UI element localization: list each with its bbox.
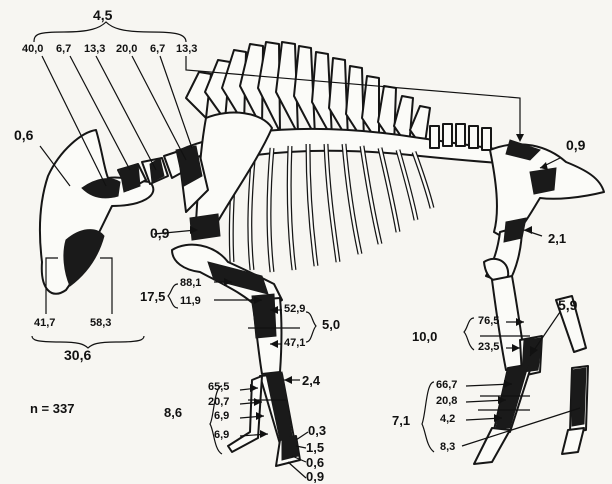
skull-value-label: 6,7 [150,44,165,55]
pelvis-label: 0,9 [566,138,585,152]
metacarpal-part-label: 6,9 [214,411,229,422]
hind-phalanx-label: 8,3 [440,442,455,453]
radius-total-label: 5,0 [322,318,340,331]
skull-value-label: 13,3 [84,44,105,55]
skull-value-label: 20,0 [116,44,137,55]
calcaneus-label: 5,9 [558,298,577,312]
skull-group-total-label: 4,5 [93,8,112,22]
scapula-label: 0,9 [150,226,169,240]
radius-part-label: 52,9 [284,304,305,315]
phalanx-label: 1,5 [306,441,324,454]
nasal-label: 0,6 [14,128,33,142]
ribs-inner [231,144,432,272]
hindfoot [474,428,510,464]
tibia-part-label: 76,5 [478,316,499,327]
sample-size-label: n = 337 [30,402,74,415]
phalanx-label: 0,6 [306,456,324,469]
phalanx-label: 0,3 [308,424,326,437]
humerus-part-label: 11,9 [180,296,201,307]
metatarsal-part-label: 20,8 [436,396,457,407]
skull [40,130,153,294]
carpal-label: 2,4 [302,374,320,387]
metatarsal-part-label: 4,2 [440,414,455,425]
metacarpal-total-label: 8,6 [164,406,182,419]
metacarpal-part-label: 6,9 [214,430,229,441]
femur-label: 2,1 [548,232,566,245]
jaw-total-label: 30,6 [64,348,91,362]
radius-part-label: 47,1 [284,338,305,349]
skull-value-label: 6,7 [56,44,71,55]
humerus-total-label: 17,5 [140,290,165,303]
skull-value-label: 40,0 [22,44,43,55]
jaw-left-label: 41,7 [34,318,55,329]
metacarpal-part-label: 20,7 [208,397,229,408]
phalanx-label: 0,9 [306,470,324,483]
jaw-right-label: 58,3 [90,318,111,329]
metatarsal-part-label: 66,7 [436,380,457,391]
tibia-total-label: 10,0 [412,330,437,343]
hind-foot-right [562,428,584,454]
metacarpal-part-label: 65,5 [208,382,229,393]
tibia-part-label: 23,5 [478,342,499,353]
humerus-part-label: 88,1 [180,278,201,289]
lumbar-processes [430,124,491,150]
skull-value-label: 13,3 [176,44,197,55]
metatarsal-total-label: 7,1 [392,414,410,427]
